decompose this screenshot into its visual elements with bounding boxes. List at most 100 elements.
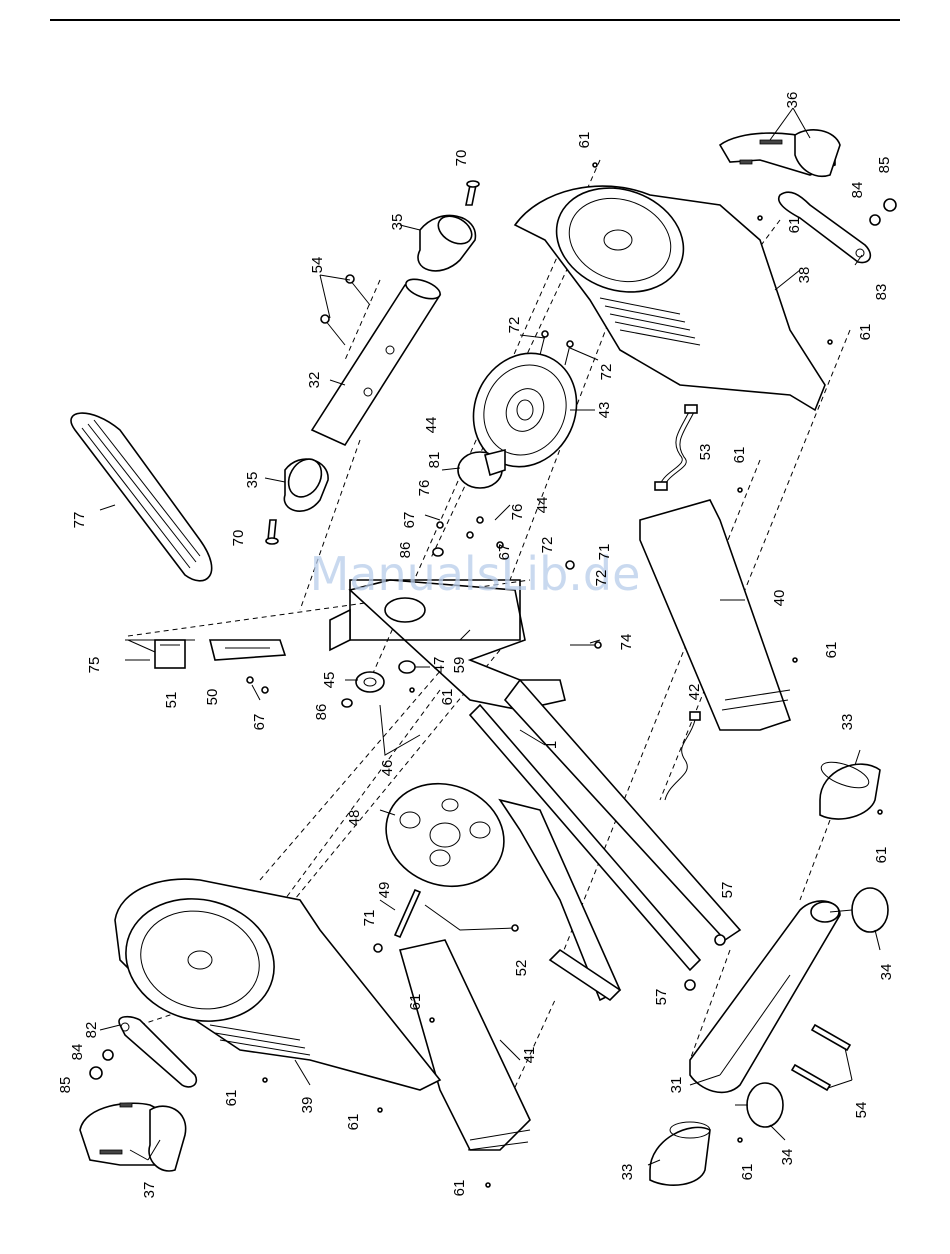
callout-44: 44 bbox=[423, 417, 440, 434]
callout-61: 61 bbox=[823, 642, 840, 659]
callout-57: 57 bbox=[653, 989, 670, 1006]
part-53-wire bbox=[655, 405, 697, 490]
callout-72: 72 bbox=[539, 537, 556, 554]
callout-33: 33 bbox=[839, 714, 856, 731]
callout-61: 61 bbox=[739, 1164, 756, 1181]
callout-74: 74 bbox=[618, 634, 635, 651]
callout-67: 67 bbox=[251, 714, 268, 731]
part-54-pins-bottom bbox=[792, 1025, 850, 1090]
callout-48: 48 bbox=[346, 810, 363, 827]
callout-70: 70 bbox=[453, 150, 470, 167]
callout-82: 82 bbox=[83, 1022, 100, 1039]
callout-86: 86 bbox=[397, 542, 414, 559]
callout-67: 67 bbox=[496, 544, 513, 561]
callout-52: 52 bbox=[513, 960, 530, 977]
part-70-bolt-top bbox=[466, 181, 479, 205]
part-70-bolt-bottom bbox=[266, 520, 278, 544]
part-48-weight-disc bbox=[372, 767, 519, 902]
callout-61: 61 bbox=[439, 689, 456, 706]
callout-50: 50 bbox=[204, 689, 221, 706]
part-47-washer bbox=[399, 661, 415, 673]
part-52-rod bbox=[425, 905, 518, 931]
callout-84: 84 bbox=[849, 182, 866, 199]
part-33-cap-top bbox=[818, 757, 880, 819]
callout-38: 38 bbox=[796, 267, 813, 284]
callout-54: 54 bbox=[309, 257, 326, 274]
callout-57: 57 bbox=[719, 882, 736, 899]
part-35-roller-bottom bbox=[282, 453, 328, 511]
callout-61: 61 bbox=[873, 847, 890, 864]
callout-44: 44 bbox=[534, 497, 551, 514]
part-51-bracket bbox=[155, 640, 185, 668]
callout-32: 32 bbox=[306, 372, 323, 389]
callout-67: 67 bbox=[401, 512, 418, 529]
callout-61: 61 bbox=[223, 1090, 240, 1107]
callout-61: 61 bbox=[857, 324, 874, 341]
part-74-bolt bbox=[570, 642, 601, 648]
callout-41: 41 bbox=[521, 1047, 538, 1064]
callout-85: 85 bbox=[57, 1077, 74, 1094]
callout-85: 85 bbox=[876, 157, 893, 174]
callout-31: 31 bbox=[668, 1077, 685, 1094]
callout-61: 61 bbox=[731, 447, 748, 464]
callout-75: 75 bbox=[86, 657, 103, 674]
callout-72: 72 bbox=[506, 317, 523, 334]
part-84-85-bolt-left bbox=[90, 1050, 113, 1079]
callout-35: 35 bbox=[244, 472, 261, 489]
part-42-cable bbox=[665, 712, 700, 800]
watermark: ManualsLib.de bbox=[310, 547, 641, 601]
callout-34: 34 bbox=[878, 964, 895, 981]
callout-37: 37 bbox=[141, 1182, 158, 1199]
callout-61: 61 bbox=[345, 1114, 362, 1131]
callout-54: 54 bbox=[853, 1102, 870, 1119]
callout-81: 81 bbox=[426, 452, 443, 469]
callout-49: 49 bbox=[376, 882, 393, 899]
callout-70: 70 bbox=[230, 530, 247, 547]
callout-42: 42 bbox=[686, 684, 703, 701]
part-33-cap-bottom bbox=[650, 1122, 710, 1185]
part-81-pulley bbox=[458, 450, 505, 488]
callout-39: 39 bbox=[299, 1097, 316, 1114]
part-41-handle-left bbox=[400, 940, 530, 1150]
callout-35: 35 bbox=[389, 214, 406, 231]
part-45-bearing bbox=[356, 672, 384, 692]
callout-51: 51 bbox=[163, 692, 180, 709]
callout-40: 40 bbox=[771, 590, 788, 607]
part-34-foot-bottom bbox=[735, 1083, 783, 1127]
callout-43: 43 bbox=[596, 402, 613, 419]
part-37-pedal bbox=[80, 1103, 186, 1171]
part-84-85-bolt-right bbox=[870, 199, 896, 225]
callout-76: 76 bbox=[416, 480, 433, 497]
callout-59: 59 bbox=[451, 657, 468, 674]
callout-45: 45 bbox=[321, 672, 338, 689]
callout-72: 72 bbox=[598, 364, 615, 381]
callout-33: 33 bbox=[619, 1164, 636, 1181]
callout-61: 61 bbox=[576, 132, 593, 149]
callout-77: 77 bbox=[71, 512, 88, 529]
callout-76: 76 bbox=[509, 504, 526, 521]
callout-72: 72 bbox=[593, 570, 610, 587]
part-36-pedal bbox=[720, 130, 840, 177]
part-1-frame bbox=[330, 580, 740, 1000]
part-35-roller-top bbox=[418, 211, 477, 271]
callout-71: 71 bbox=[361, 910, 378, 927]
callout-47: 47 bbox=[431, 657, 448, 674]
part-50-tension-bracket bbox=[210, 640, 285, 660]
part-46-wire-arm bbox=[380, 705, 420, 755]
callout-86: 86 bbox=[313, 704, 330, 721]
callout-34: 34 bbox=[779, 1149, 796, 1166]
callout-1: 1 bbox=[543, 741, 560, 749]
part-77-belt bbox=[71, 413, 212, 581]
callout-61: 61 bbox=[407, 994, 424, 1011]
callout-53: 53 bbox=[697, 444, 714, 461]
callout-46: 46 bbox=[379, 760, 396, 777]
callout-61: 61 bbox=[786, 217, 803, 234]
callout-71: 71 bbox=[596, 544, 613, 561]
callout-84: 84 bbox=[69, 1044, 86, 1061]
callout-36: 36 bbox=[784, 92, 801, 109]
callout-61: 61 bbox=[451, 1180, 468, 1197]
part-49-axle bbox=[395, 890, 420, 937]
part-82-crank-arm-left bbox=[119, 1017, 196, 1087]
callout-83: 83 bbox=[873, 284, 890, 301]
